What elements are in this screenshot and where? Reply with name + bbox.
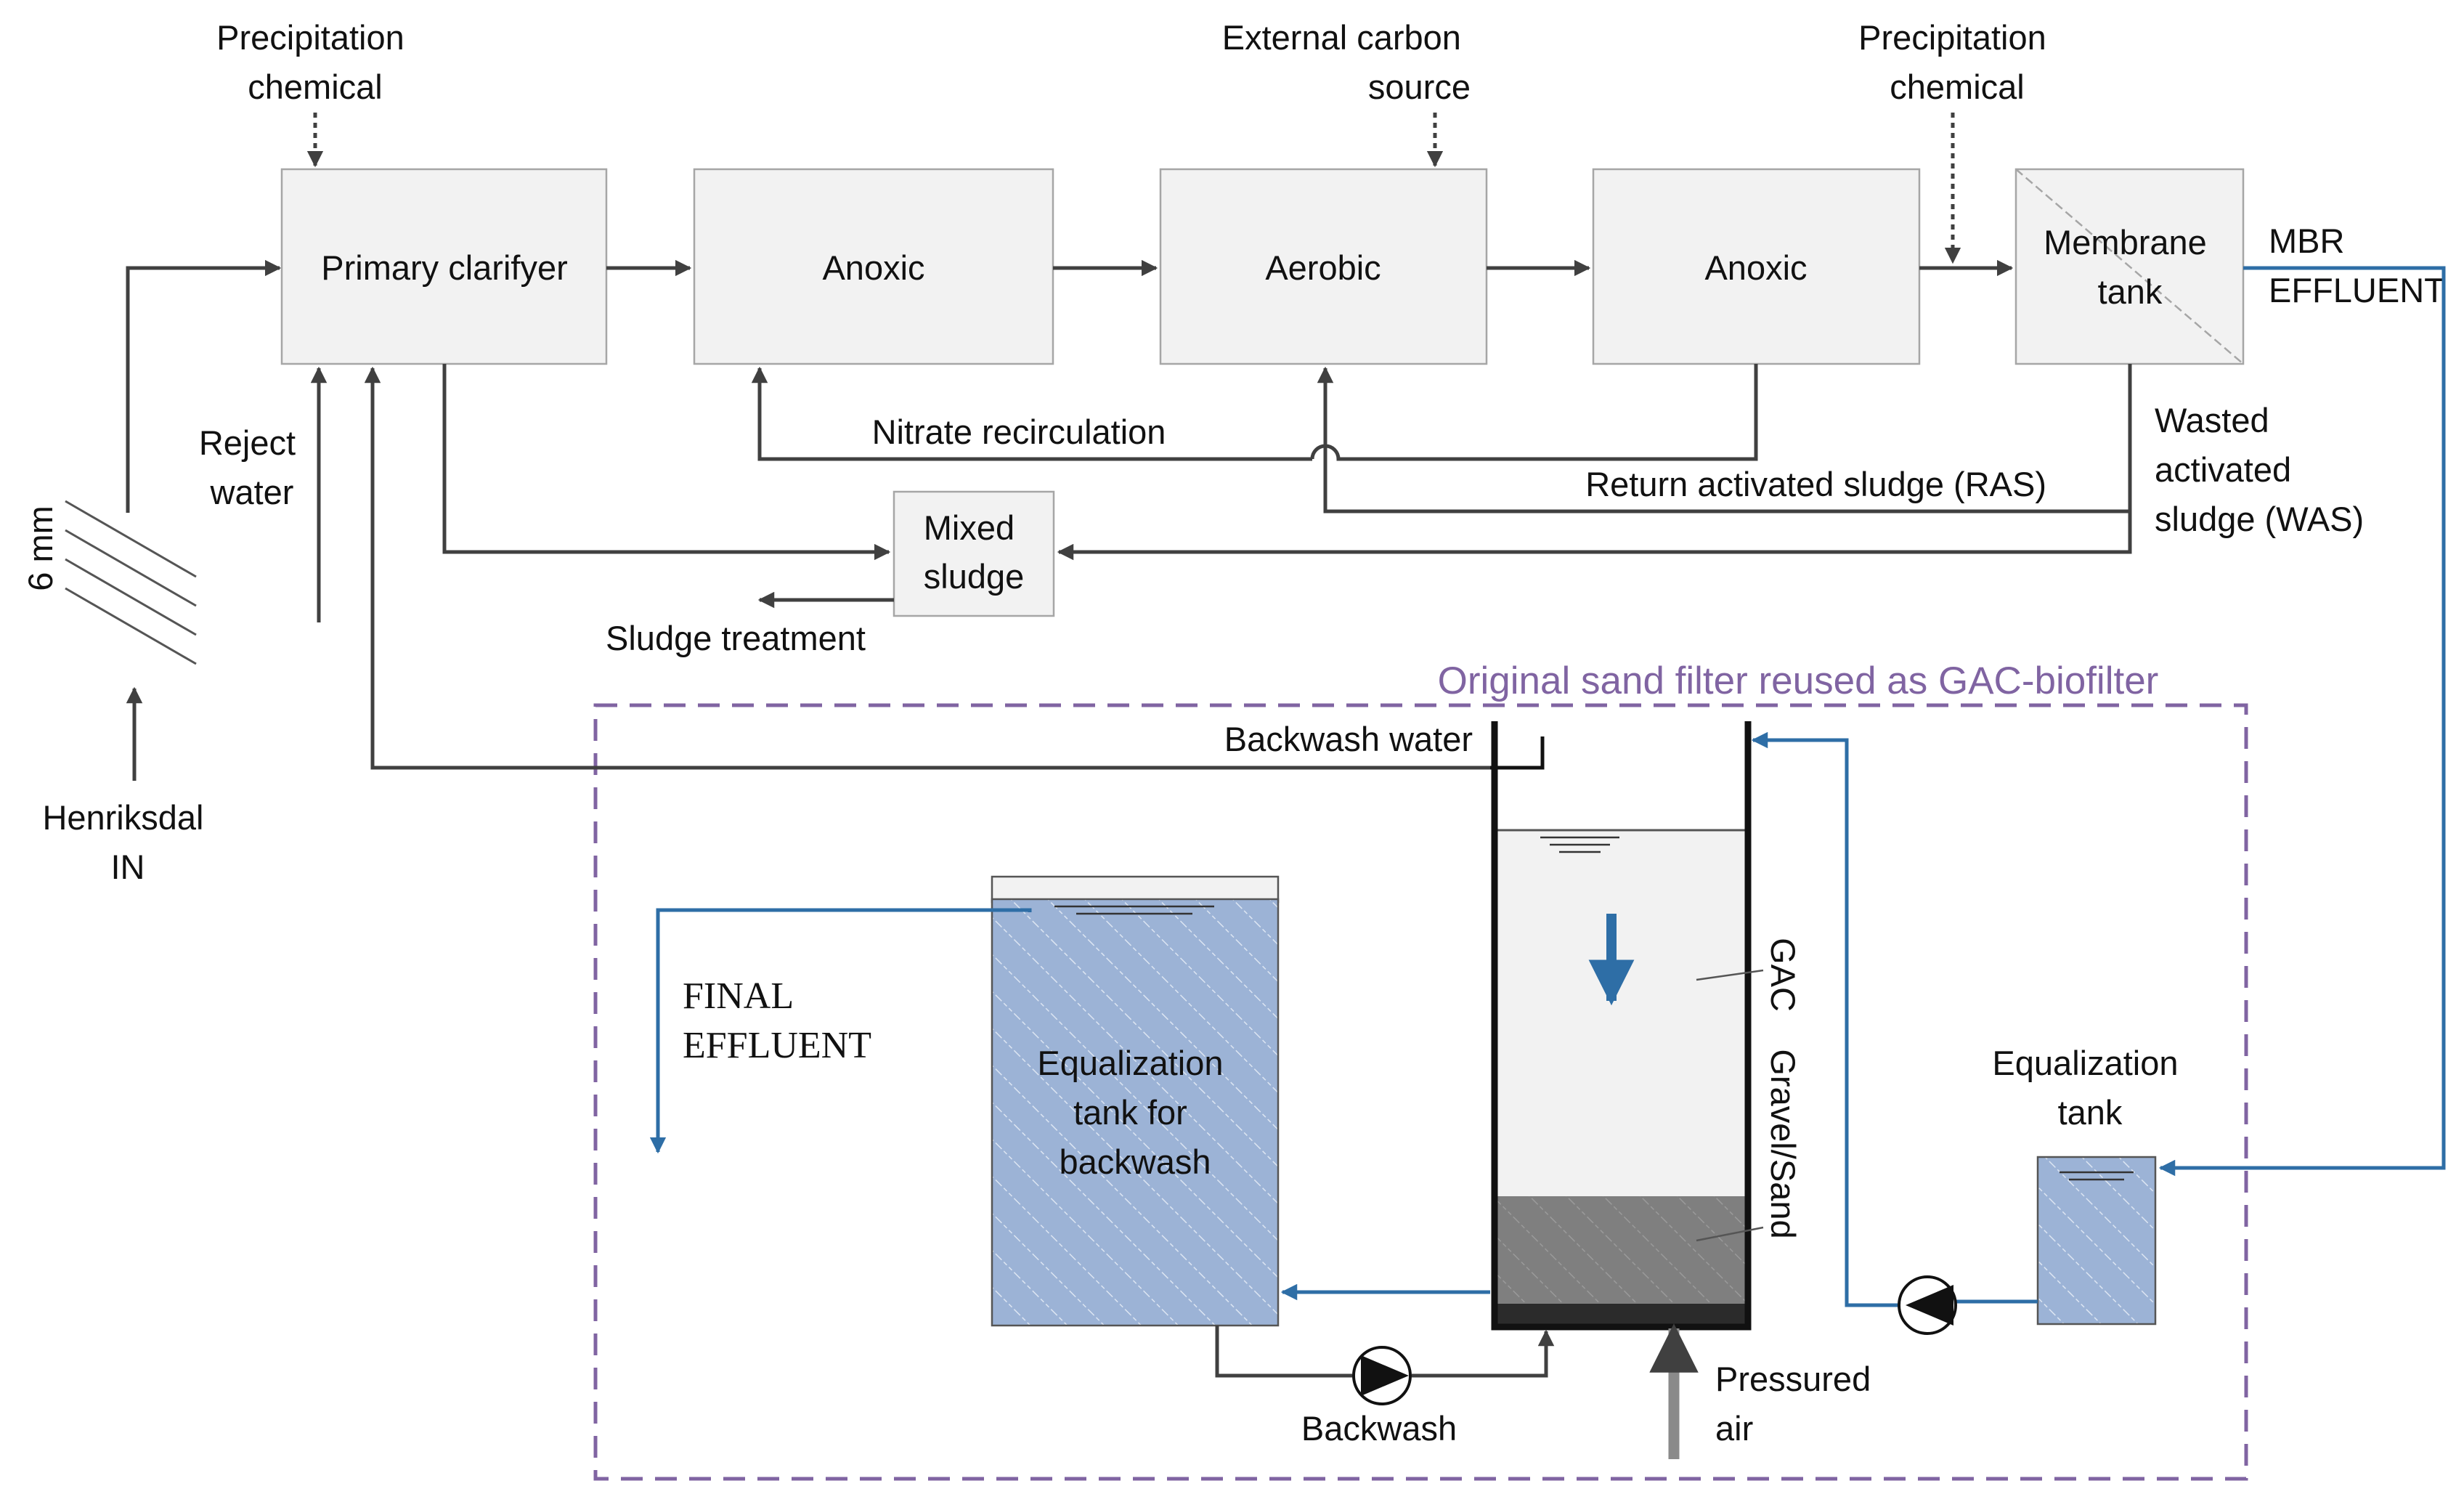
mixed-sludge-box [893,490,1055,617]
eq-backwash-tank [991,898,1280,1327]
mbr-effluent-label: MBR EFFLUENT [2269,222,2445,309]
aerobic-box [1159,168,1488,365]
gac-section-title: Original sand filter reused as GAC-biofi… [1438,659,2159,702]
primary-clarifier-label: Primary clarifyer [321,248,567,287]
external-carbon-source-label: External carbon source [1222,18,1471,106]
backwash-water-label: Backwash water [1224,720,1473,758]
mixed-sludge-label: Mixed sludge [924,508,1025,596]
primary-sludge-to-mixed-flow [442,364,891,561]
gravel-sand-leader [1696,1226,1764,1242]
ras-line [1317,364,2132,514]
anoxic-2-label: Anoxic [1704,248,1807,287]
backwash-water-return-line [364,366,1530,770]
eq-tank [2036,1156,2157,1326]
eq-backwash-tank-rim [991,875,1280,904]
anoxic-1-box [693,168,1054,365]
membrane-tank-label: Membrane tank [2044,223,2216,311]
membrane-diagonal [2015,169,2244,365]
nitrate-recirculation-label: Nitrate recirculation [872,413,1166,451]
anoxic-2-box [1592,168,1921,365]
inlet-label: Henriksdal IN [42,798,213,886]
gac-leader [1696,969,1764,981]
pump-to-filter-line [1751,731,1898,1307]
aerobic-label: Aerobic [1265,248,1381,287]
reject-water-label: Reject water [199,423,305,511]
was-to-mixed-sludge-flow [1057,511,2132,561]
primary-clarifier-box [280,168,608,365]
nitrate-recirculation-line [1336,364,1758,461]
backwash-pump-icon [1352,1346,1412,1405]
backwash-label: Backwash [1301,1409,1457,1448]
anoxic-1-label: Anoxic [822,248,924,287]
final-effluent-label: FINAL EFFLUENT [683,975,871,1066]
backwash-line-in [1215,1326,1352,1378]
backwash-line-out [1412,1329,1555,1378]
precipitation-chemical-right-label: Precipitation chemical [1858,18,2056,106]
screen-to-primary-flow [126,259,282,513]
inlet-screen [65,500,197,665]
gac-section-frame [593,703,2248,1481]
final-effluent-outflow [649,908,1032,1154]
gravel-sand-label: Gravel/Sand [1764,1049,1802,1238]
pressured-air-label: Pressured air [1715,1360,1880,1448]
was-label: Wasted activated sludge (WAS) [2155,401,2364,538]
eq-backwash-tank-label: Equalization tank for backwash [1037,1044,1232,1181]
feed-pump-icon [1898,1275,1957,1335]
eq-tank-label: Equalization tank [1992,1044,2187,1132]
gac-filter-column [1490,721,1752,1331]
gac-label: GAC [1764,938,1802,1012]
nitrate-recirculation-return [751,366,1312,461]
screen-size-label: 6 mm [21,506,60,591]
ras-label: Return activated sludge (RAS) [1585,465,2046,503]
sludge-treatment-label: Sludge treatment [606,619,866,657]
precipitation-chemical-left-label: Precipitation chemical [216,18,414,106]
mbr-effluent-line [2158,266,2446,1177]
